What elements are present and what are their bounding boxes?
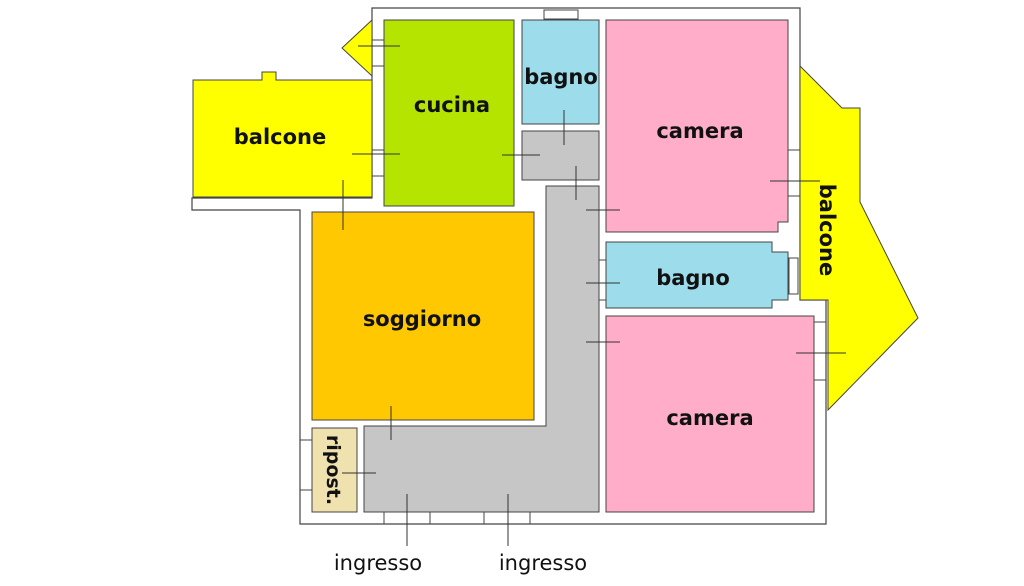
camera-top-area (605, 19, 789, 233)
camera-bottom-area (605, 315, 815, 513)
cucina-area (383, 19, 515, 207)
soggiorno-label: soggiorno (363, 307, 481, 331)
bagno-top-label: bagno (524, 65, 598, 89)
room-cucina: cucina (383, 19, 515, 207)
window-bagno-mid (788, 257, 799, 295)
room-bagno-top: bagno (521, 9, 600, 125)
soggiorno-area (311, 211, 535, 421)
ingresso-label-right: ingresso (499, 551, 587, 575)
corridoio-area (363, 185, 600, 513)
ripostiglio-area (311, 427, 358, 513)
balcone-left-label: balcone (234, 125, 326, 149)
balcone-right-label: balcone (815, 184, 839, 276)
balcone-right-area (799, 64, 919, 412)
camera-top-label: camera (656, 119, 743, 143)
camera-bottom-label: camera (666, 406, 753, 430)
room-camera-bottom: camera (605, 315, 815, 513)
bagno-mid-label: bagno (656, 266, 730, 290)
room-balcone-left: balcone (192, 71, 373, 198)
room-bagno-mid: bagno (605, 241, 799, 309)
window-ticks (300, 39, 826, 524)
balcone-left-area (192, 71, 373, 198)
cucina-label: cucina (414, 93, 490, 117)
ripostiglio-label: ripost. (322, 435, 344, 505)
room-camera-top: camera (605, 19, 789, 233)
room-ripostiglio: ripost. (311, 427, 358, 513)
room-soggiorno: soggiorno (311, 211, 535, 421)
room-balcone-right: balcone (799, 64, 919, 412)
window-top (543, 9, 579, 20)
balcone-small-area (341, 18, 373, 78)
bagno-top-area (521, 19, 600, 125)
bagno-mid-area (605, 241, 789, 309)
ingresso-label-left: ingresso (334, 551, 422, 575)
door-markers (342, 45, 846, 546)
